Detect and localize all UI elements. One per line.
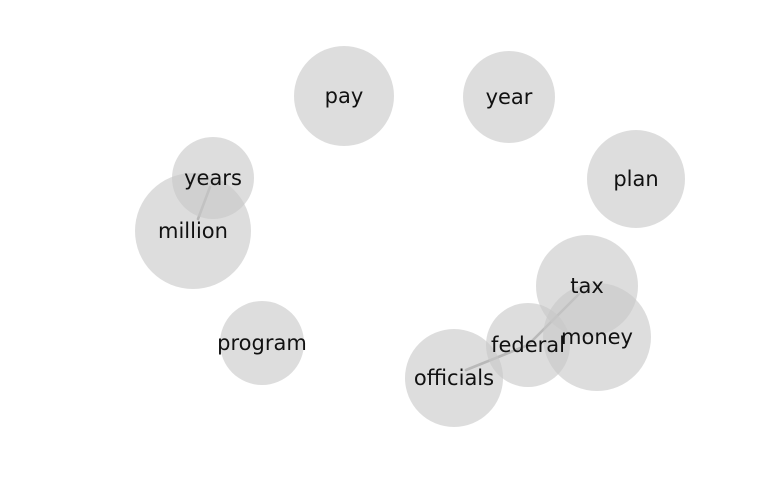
node-label-officials: officials <box>414 366 494 390</box>
node-circle-federal <box>486 303 570 387</box>
node-label-years: years <box>184 166 242 190</box>
node-circle-officials <box>405 329 503 427</box>
node-circle-program <box>220 301 304 385</box>
node-label-pay: pay <box>325 84 364 108</box>
node-label-year: year <box>486 85 533 109</box>
node-circle-plan <box>587 130 685 228</box>
node-circle-pay <box>294 46 394 146</box>
node-label-tax: tax <box>570 274 604 298</box>
node-label-program: program <box>217 331 307 355</box>
nodes-layer <box>135 46 685 427</box>
node-circle-million <box>135 173 251 289</box>
node-circle-year <box>463 51 555 143</box>
node-circle-money <box>543 283 651 391</box>
node-label-million: million <box>158 219 228 243</box>
node-label-federal: federal <box>491 333 565 357</box>
node-label-money: money <box>561 325 633 349</box>
node-label-plan: plan <box>613 167 658 191</box>
